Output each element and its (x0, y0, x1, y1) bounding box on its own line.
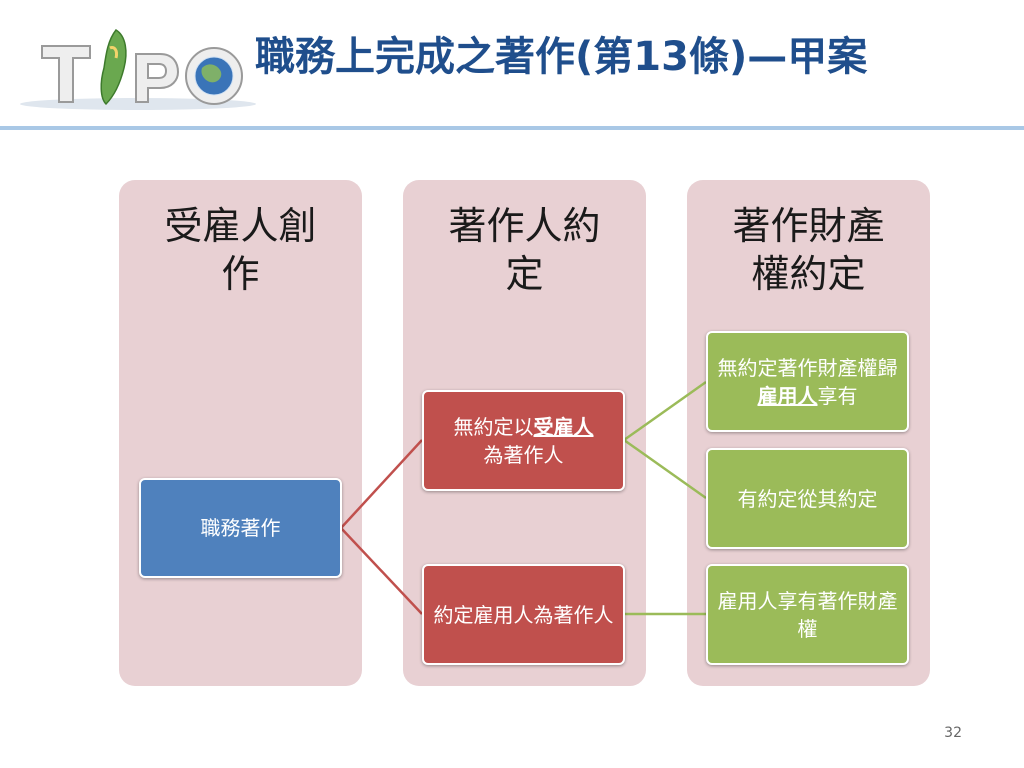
connector-to-property-agreed (623, 438, 707, 500)
page-number: 32 (944, 725, 962, 741)
title-divider (0, 126, 1024, 130)
connector-to-property-none (623, 380, 707, 442)
node-agreed-employer-author: 約定雇用人為著作人 (422, 564, 625, 665)
column-header: 受雇人創 作 (164, 204, 317, 296)
slide-title: 職務上完成之著作(第13條)—甲案 (255, 34, 868, 80)
column-employee-creation: 受雇人創 作 (119, 180, 362, 686)
node-agreement-follows: 有約定從其約定 (706, 448, 909, 549)
tipo-logo (18, 18, 258, 118)
node-no-agreement-property-employer: 無約定著作財產權歸雇用人享有 (706, 331, 909, 432)
column-header: 著作人約 定 (448, 204, 601, 296)
connector-root-to-authorship-agreed (340, 527, 423, 615)
node-employer-property-rights: 雇用人享有著作財產權 (706, 564, 909, 665)
column-header: 著作財產 權約定 (732, 204, 885, 296)
connector-root-to-authorship-none (340, 439, 423, 529)
node-no-agreement-employee-author: 無約定以受雇人 為著作人 (422, 390, 625, 491)
node-work-for-hire: 職務著作 (139, 478, 342, 578)
